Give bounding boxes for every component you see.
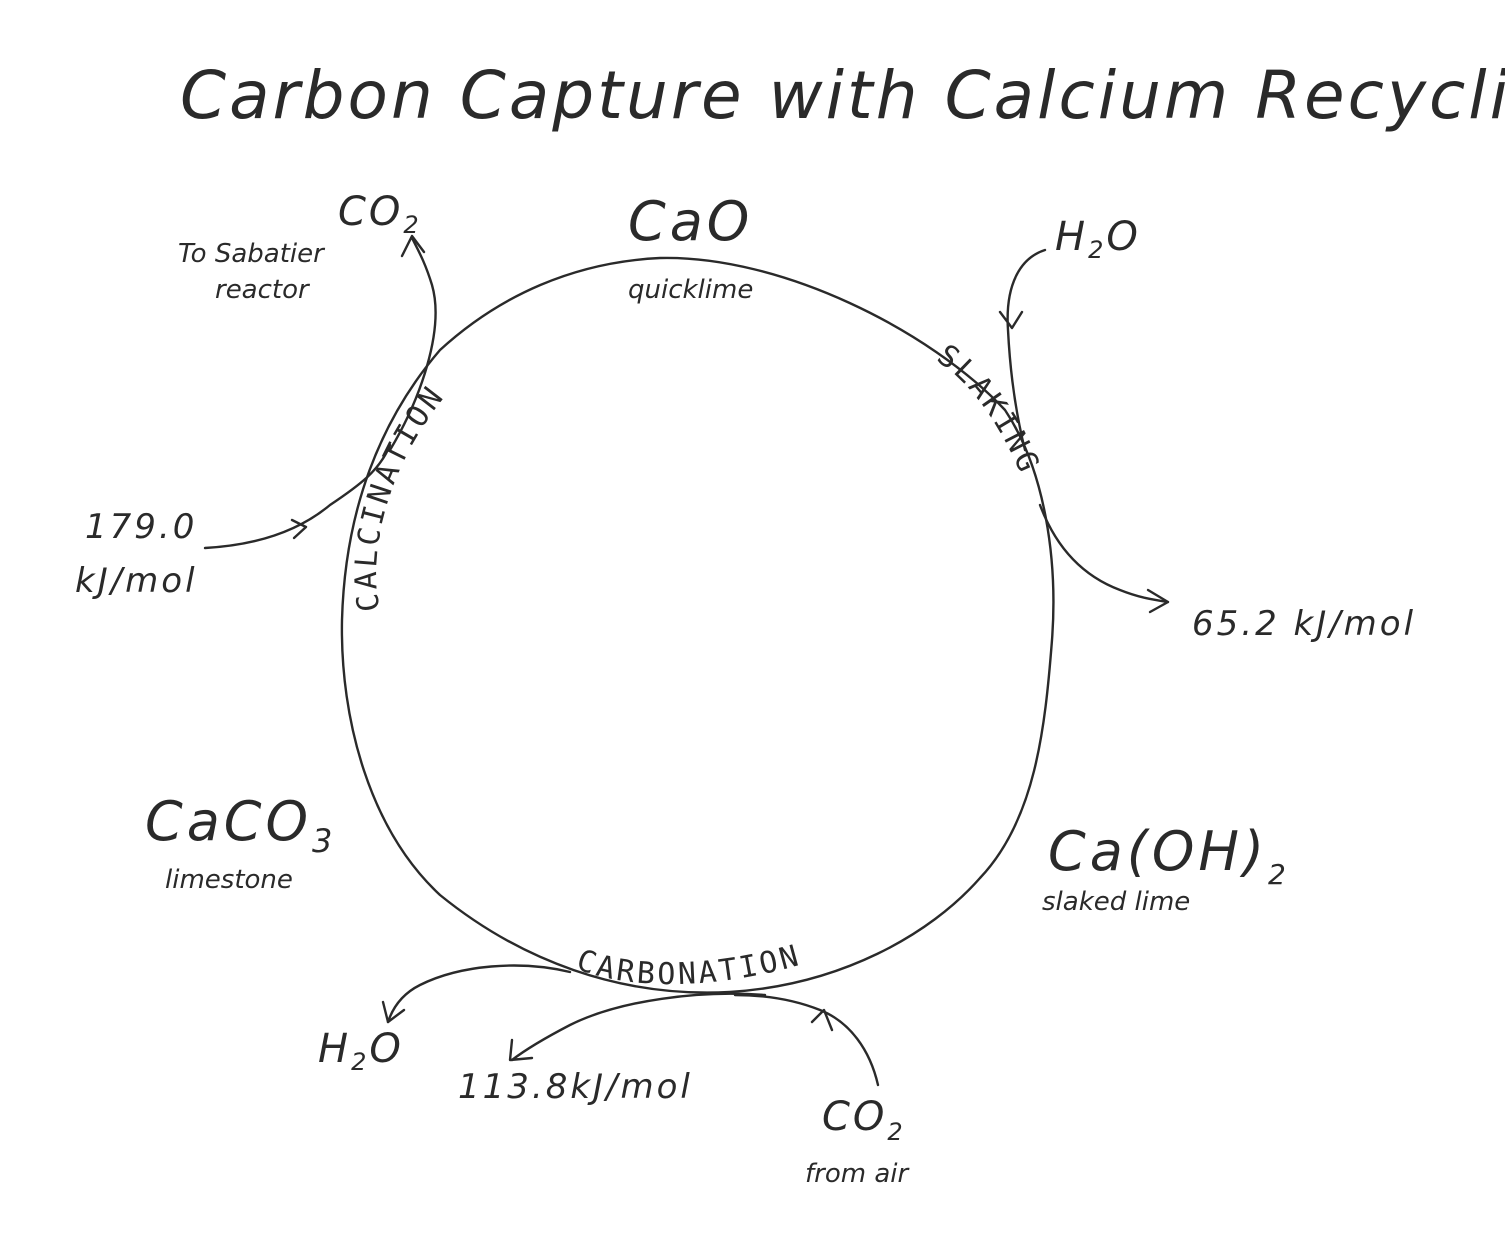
caco3-name: limestone [165, 865, 293, 895]
cao-formula: CaO [628, 190, 753, 253]
co2-out-subscript: 2 [403, 211, 421, 239]
h2o-in-label: H2O [1055, 214, 1141, 264]
co2-in-arrow [733, 993, 880, 1087]
h2o-in-subscript: 2 [1088, 236, 1106, 264]
co2-in-arrowhead [810, 1008, 834, 1032]
co2-out-note-line1: To Sabatier [178, 239, 326, 269]
slaking-energy: 65.2 kJ/mol [1192, 604, 1416, 644]
caco3-formula: CaCO3 [145, 790, 336, 860]
h2o-in-arrowhead [998, 310, 1024, 330]
slaking-energy-arrow [1038, 503, 1170, 604]
cao-name: quicklime [628, 275, 753, 305]
h2o-out-arrowhead [381, 1000, 406, 1024]
co2-out-arrow [388, 236, 437, 452]
calcination-energy-unit: kJ/mol [75, 561, 198, 601]
process-slaking: SLAKING [931, 338, 1047, 480]
co2-out-arrowhead [400, 234, 426, 258]
caoh2-formula: Ca(OH)2 [1048, 820, 1290, 891]
co2-in-note: from air [805, 1159, 910, 1189]
h2o-out-subscript: 2 [351, 1048, 369, 1076]
calcination-energy-arrow [203, 443, 392, 550]
carbonation-energy-arrow [510, 992, 767, 1062]
carbonation-energy-arrowhead [508, 1038, 534, 1062]
caoh2-subscript: 2 [1268, 858, 1290, 891]
co2-in-label: CO2 [822, 1094, 906, 1146]
calcination-energy-arrowhead [290, 518, 308, 540]
process-carbonation: CARBONATION [572, 938, 805, 992]
co2-out-note-line2: reactor [215, 275, 311, 305]
calcination-energy-value: 179.0 [85, 507, 197, 547]
caoh2-name: slaked lime [1042, 887, 1190, 917]
h2o-out-arrow [386, 964, 572, 1024]
carbonation-energy: 113.8kJ/mol [458, 1067, 693, 1107]
h2o-in-arrow [1006, 248, 1047, 452]
h2o-out-label: H2O [318, 1026, 404, 1076]
diagram-title: Carbon Capture with Calcium Recycling [180, 57, 1505, 134]
co2-in-subscript: 2 [887, 1118, 905, 1146]
caco3-subscript: 3 [312, 822, 336, 860]
co2-out-label: CO2 [338, 189, 422, 239]
slaking-energy-arrowhead [1146, 588, 1170, 614]
process-calcination: CALCINATION [349, 379, 452, 614]
